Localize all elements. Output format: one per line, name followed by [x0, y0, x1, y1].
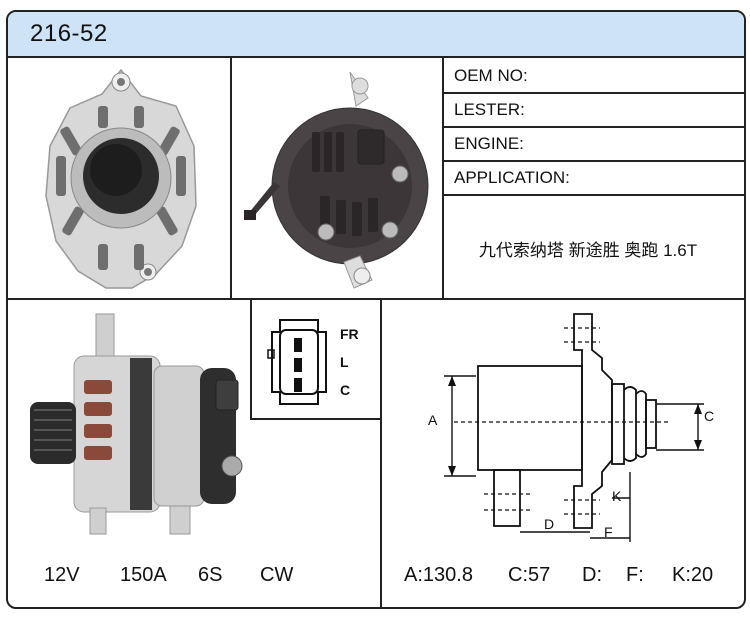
spec-rotation: CW	[260, 564, 294, 586]
dim-c-label: C	[704, 408, 715, 424]
alternator-front-photo	[45, 68, 197, 289]
divider-top-left	[230, 56, 232, 298]
divider-top-right	[442, 56, 444, 298]
oem-label: OEM NO:	[454, 66, 528, 85]
spec-voltage: 12V	[44, 564, 80, 586]
alternator-rear-photo	[244, 71, 429, 289]
spec-dim-f: F:	[626, 564, 644, 586]
application-value: 九代索纳塔 新途胜 奥跑 1.6T	[478, 241, 698, 260]
info-divider-2	[442, 126, 744, 128]
spec-dim-k: K:20	[672, 564, 714, 586]
dim-d-label: D	[544, 516, 555, 532]
pin-l-label: L	[340, 354, 349, 370]
dimension-drawing	[444, 313, 704, 542]
spec-amperage: 150A	[120, 564, 167, 586]
connector-diagram	[267, 319, 327, 405]
application-label: APPLICATION:	[454, 168, 570, 187]
divider-mid-horizontal	[8, 298, 744, 300]
engine-label: ENGINE:	[454, 134, 524, 153]
spec-dim-c: C:57	[508, 564, 551, 586]
info-divider-3	[442, 160, 744, 162]
spec-dim-a: A:130.8	[404, 564, 473, 586]
alternator-side-photo	[30, 313, 243, 535]
spec-dim-d: D:	[582, 564, 602, 586]
dim-a-label: A	[428, 412, 438, 428]
model-header: 216-52	[8, 12, 744, 58]
divider-bottom	[380, 298, 382, 607]
info-divider-4	[442, 194, 744, 196]
connector-box-left	[250, 298, 252, 418]
pin-c-label: C	[340, 382, 351, 398]
dim-f-label: F	[604, 524, 613, 540]
spec-pulley: 6S	[198, 564, 223, 586]
model-code: 216-52	[30, 20, 108, 47]
connector-box-bottom	[250, 418, 382, 420]
info-divider-1	[442, 92, 744, 94]
lester-label: LESTER:	[454, 100, 525, 119]
pin-fr-label: FR	[340, 326, 359, 342]
spec-sheet: 216-52 OEM NO: LESTER: ENGINE: APPLICATI…	[6, 10, 746, 609]
dim-k-label: K	[612, 488, 622, 504]
